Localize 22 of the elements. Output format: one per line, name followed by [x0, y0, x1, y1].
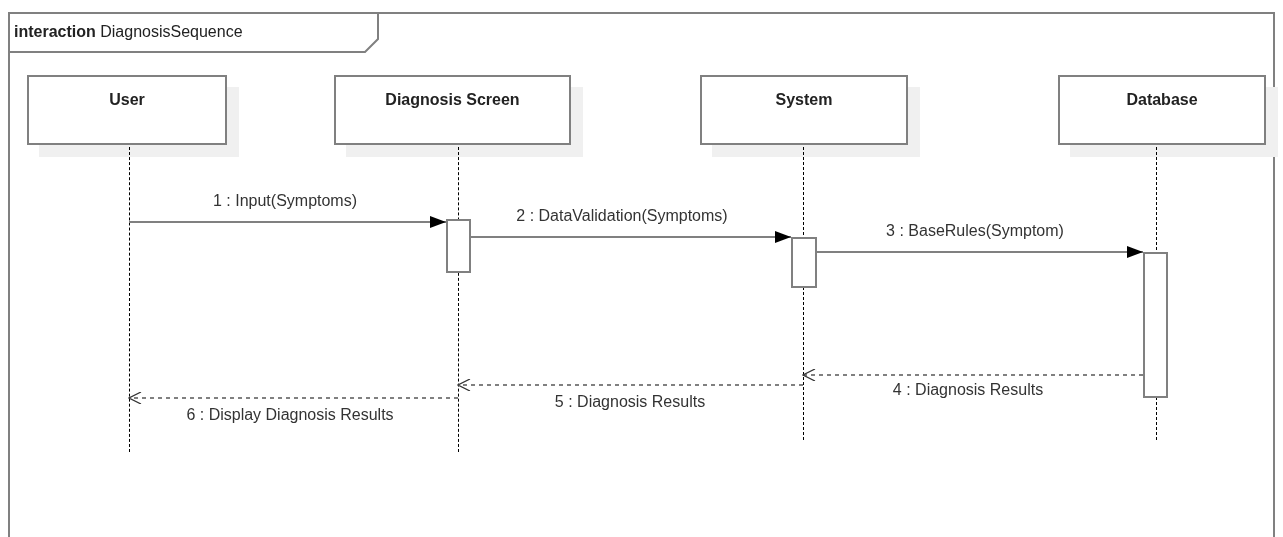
- return-message-arrow: [457, 378, 804, 392]
- message-label: 5 : Diagnosis Results: [552, 393, 708, 411]
- lifeline-title: System: [775, 91, 833, 110]
- message-label: 3 : BaseRules(Symptom): [884, 222, 1066, 240]
- activation-bar: [446, 219, 471, 273]
- message-label: 6 : Display Diagnosis Results: [184, 406, 396, 424]
- return-message-arrow: [802, 368, 1144, 382]
- lifeline-title: Diagnosis Screen: [385, 91, 520, 110]
- frame-title: interaction DiagnosisSequence: [14, 23, 243, 41]
- message-arrow: [470, 231, 792, 243]
- message-arrow: [816, 246, 1144, 258]
- lifeline: [129, 147, 130, 452]
- message-arrow: [128, 216, 447, 228]
- message-label: 4 : Diagnosis Results: [890, 381, 1046, 399]
- lifeline-title: Database: [1126, 91, 1198, 110]
- message-label: 1 : Input(Symptoms): [211, 192, 359, 210]
- activation-bar: [1143, 252, 1168, 398]
- lifeline-title: User: [109, 91, 145, 110]
- return-message-arrow: [128, 391, 459, 405]
- interaction-frame: [8, 12, 1275, 537]
- message-label: 2 : DataValidation(Symptoms): [514, 207, 730, 225]
- activation-bar: [791, 237, 817, 288]
